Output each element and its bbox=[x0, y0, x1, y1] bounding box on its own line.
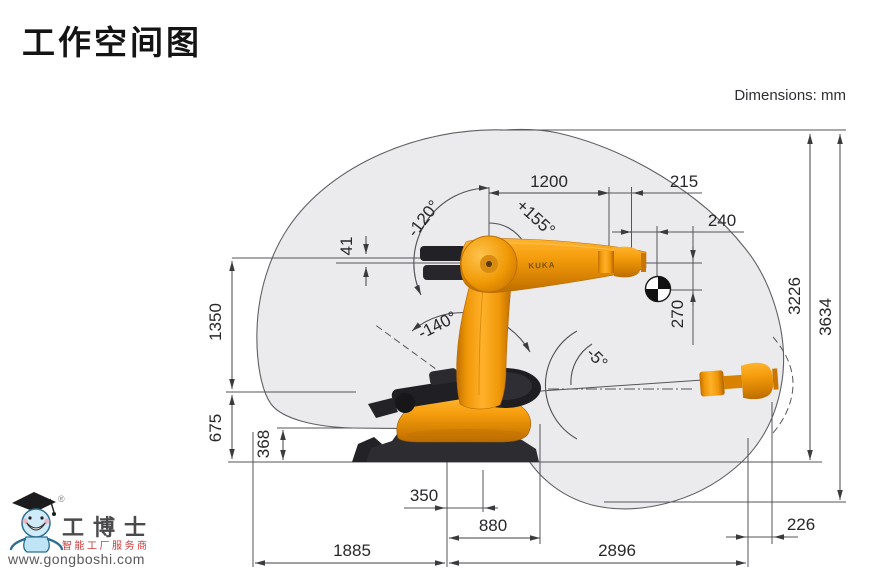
mascot-eye-right bbox=[40, 516, 44, 520]
wrist-swivel-dashed-arc bbox=[772, 336, 794, 434]
arc-minus-140-ray bbox=[373, 323, 463, 389]
arc-minus-120 bbox=[413, 185, 490, 296]
graduation-cap-icon bbox=[12, 492, 56, 512]
mascot-arm-right bbox=[46, 537, 64, 551]
dim-41: 41 bbox=[337, 237, 356, 256]
robot-illustration: KUKA bbox=[352, 235, 779, 462]
robot-wrist-bulge bbox=[614, 246, 641, 278]
dim-350: 350 bbox=[410, 486, 438, 505]
mascot-eye-left bbox=[28, 516, 32, 520]
dim-880: 880 bbox=[479, 516, 507, 535]
robot-wrist-flange bbox=[641, 253, 646, 272]
logo-tagline: 智能工厂服务商 bbox=[62, 539, 150, 552]
dim-240: 240 bbox=[708, 211, 736, 230]
logo-url: www.gongboshi.com bbox=[7, 551, 145, 567]
dim-368: 368 bbox=[254, 430, 273, 458]
robot-cable-block bbox=[368, 398, 398, 418]
arc-minus-5-inner bbox=[570, 343, 593, 386]
dim-675: 675 bbox=[206, 414, 225, 442]
robot-shoulder-center bbox=[486, 261, 492, 267]
mascot-cheek-left bbox=[22, 518, 28, 524]
mascot-arm-left bbox=[9, 537, 27, 551]
page-title: 工作空间图 bbox=[22, 24, 202, 61]
robot-wrist-extended-position bbox=[699, 362, 779, 400]
dim-3634: 3634 bbox=[816, 298, 835, 336]
dim-270: 270 bbox=[668, 300, 687, 328]
mascot-smile bbox=[25, 521, 47, 531]
robot-base-bracket bbox=[352, 437, 382, 462]
center-of-mass-icon bbox=[644, 275, 672, 303]
robot-turntable-shadow bbox=[406, 429, 526, 441]
robot-arm-motor-top bbox=[420, 246, 466, 261]
mascot-cheek-right bbox=[44, 518, 50, 524]
dim-226: 226 bbox=[787, 515, 815, 534]
robot-wrist-neck bbox=[598, 251, 614, 273]
dim-2896: 2896 bbox=[598, 541, 636, 560]
dim-1885: 1885 bbox=[333, 541, 371, 560]
cap-tassel bbox=[49, 498, 55, 513]
robot-arm-motor-bottom bbox=[423, 265, 467, 280]
dimension-lines bbox=[229, 134, 843, 566]
cap-tassel-knot bbox=[52, 512, 56, 516]
dim-215: 215 bbox=[670, 172, 698, 191]
robot-brand-label: KUKA bbox=[528, 261, 555, 271]
units-label: Dimensions: mm bbox=[734, 87, 846, 104]
dim-1200: 1200 bbox=[530, 172, 568, 191]
mascot-body bbox=[23, 536, 50, 553]
registered-mark: ® bbox=[58, 494, 65, 504]
logo-brand-text: 工博士 bbox=[62, 515, 155, 540]
robot-base-motors bbox=[391, 368, 467, 414]
dim-1350: 1350 bbox=[206, 303, 225, 341]
dim-3226: 3226 bbox=[785, 277, 804, 315]
watermark-logo: ® 工博士 智能工厂服务商 www.gongboshi.com bbox=[7, 492, 155, 567]
arc-minus-5-outer bbox=[544, 330, 578, 440]
